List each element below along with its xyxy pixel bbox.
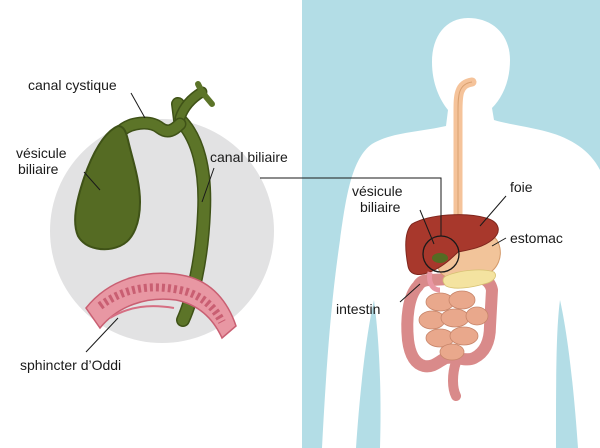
- liver: [405, 214, 499, 275]
- leader-lines: [83, 92, 507, 353]
- small-intestine: [418, 290, 489, 361]
- label-canal-cystique: canal cystique: [28, 77, 117, 93]
- label-vesicule-right-1: vésicule: [352, 183, 403, 199]
- label-vesicule-right-2: biliaire: [360, 199, 401, 215]
- duodenum: [85, 272, 237, 340]
- pancreas: [442, 269, 496, 289]
- label-vesicule-left-1: vésicule: [16, 145, 67, 161]
- label-sphincter: sphincter d’Oddi: [20, 357, 121, 373]
- small-gallbladder: [432, 253, 448, 263]
- label-estomac: estomac: [510, 230, 563, 246]
- label-foie: foie: [510, 179, 533, 195]
- label-canal-biliaire: canal biliaire: [210, 149, 288, 165]
- label-vesicule-left-2: biliaire: [18, 161, 59, 177]
- label-intestin: intestin: [336, 301, 380, 317]
- gallbladder: [74, 124, 142, 251]
